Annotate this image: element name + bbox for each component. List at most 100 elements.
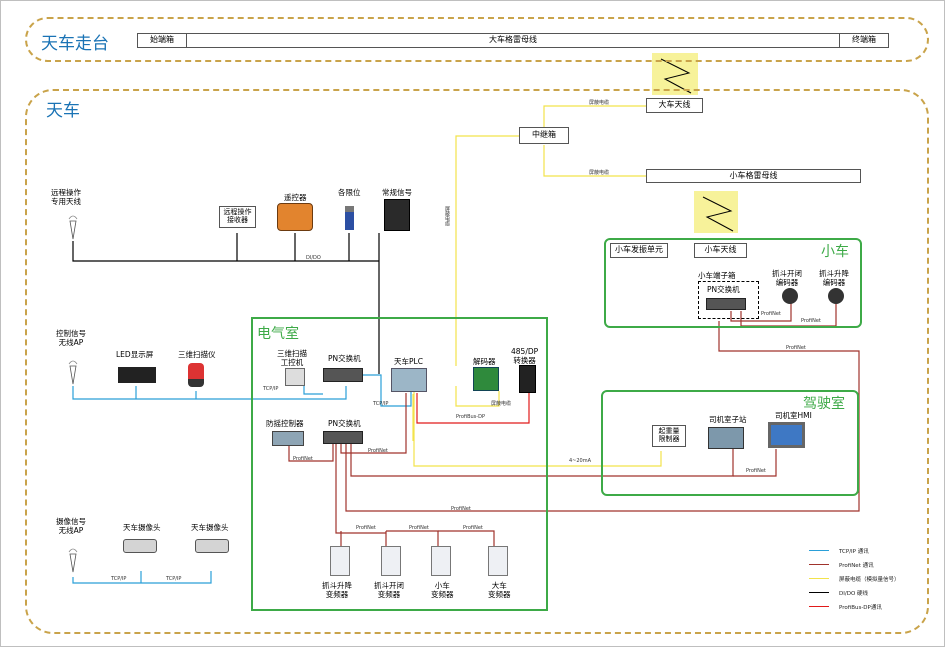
trolley-pn-label-2: ProfiNet <box>801 318 821 324</box>
drive-pn-label-3: ProfiNet <box>463 525 483 531</box>
cabin-pn-label: ProfiNet <box>746 468 766 474</box>
overweight-limiter: 起重量 限制器 <box>652 425 686 447</box>
trolley-room <box>604 238 862 328</box>
limit-switch-label: 各限位 <box>338 188 361 197</box>
legend: TCP/IP 通讯 ProfiNet 通讯 屏蔽电缆（模拟量信号） DI/DO … <box>809 546 929 616</box>
decoder-label: 解码器 <box>473 357 496 366</box>
profinet-lines <box>288 303 860 546</box>
crane-antenna: 大车天线 <box>646 98 703 113</box>
camera1-label: 天车摄像头 <box>123 523 161 532</box>
led-screen-icon <box>118 367 156 383</box>
shield-cables <box>412 105 662 467</box>
legend-text: ProfiNet 通讯 <box>839 563 874 569</box>
camera-icon <box>195 539 229 553</box>
dido-lines <box>72 233 380 374</box>
legend-text: 屏蔽电缆（模拟量信号） <box>839 577 900 583</box>
analog-label: 4~20mA <box>569 458 592 464</box>
tcp-lines <box>72 374 412 584</box>
legend-line <box>809 592 829 593</box>
grab-open-label: 抓斗开闭 编码器 <box>772 269 802 287</box>
shield-cable-label-1: 屏蔽电缆 <box>589 100 610 106</box>
tcp-label-2: TCP/IP <box>373 401 389 407</box>
legend-line <box>809 550 829 551</box>
terminal-box-label: 小车端子箱 <box>698 271 736 280</box>
cabin-hmi-icon <box>768 422 805 448</box>
trolley-room-title: 小车 <box>821 244 849 260</box>
legend-text: DI/DO 硬线 <box>839 591 869 597</box>
legend-text: ProfiBus-DP通讯 <box>839 605 882 611</box>
pc-label: 三维扫描 工控机 <box>277 349 307 367</box>
anti-sway-icon <box>272 431 304 446</box>
antenna-icon <box>67 213 79 241</box>
legend-text: TCP/IP 通讯 <box>839 549 869 555</box>
trolley-switch-label: PN交换机 <box>707 285 740 294</box>
switch2-label: PN交换机 <box>328 419 361 428</box>
grab-lift-label: 抓斗升降 编码器 <box>819 269 849 287</box>
drive2-label: 抓斗开闭 变频器 <box>374 581 404 599</box>
end-box: 终端箱 <box>839 33 889 48</box>
legend-line <box>809 564 829 565</box>
trolley-busbar: 小车格雷母线 <box>646 169 861 183</box>
switch2-icon <box>323 431 363 444</box>
signals-label: 常规信号 <box>382 188 412 197</box>
cabin-room <box>601 390 859 496</box>
dido-bus-label: DI/DO <box>306 255 321 261</box>
decoder-icon <box>473 367 499 391</box>
scanner-icon <box>188 363 204 387</box>
drive3-label: 小车 变频器 <box>431 581 454 599</box>
cabin-room-title: 驾驶室 <box>803 396 845 412</box>
profibus-label: ProfiBus-DP <box>456 414 485 420</box>
pc-icon <box>285 368 305 386</box>
profibus-lines <box>416 393 530 424</box>
antenna-icon <box>67 358 79 386</box>
encoder-icon <box>828 288 844 304</box>
scanner-label: 三维扫描仪 <box>178 350 216 359</box>
electrical-room <box>251 317 548 611</box>
switch1-icon <box>323 368 363 382</box>
trolley-switch-icon <box>706 298 746 310</box>
converter-label: 485/DP 转换器 <box>511 347 539 365</box>
legend-line <box>809 606 829 607</box>
camera-icon <box>123 539 157 553</box>
control-ap-label: 控制信号 无线AP <box>56 329 86 347</box>
trolley-antenna: 小车天线 <box>694 243 747 258</box>
profinet-label-2: ProfiNet <box>368 448 388 454</box>
cabin-station-label: 司机室子站 <box>709 415 747 424</box>
trolley-pn-label-1: ProfiNet <box>761 311 781 317</box>
drive-pn-label-2: ProfiNet <box>409 525 429 531</box>
limit-switch-icon <box>345 206 354 230</box>
drive-pn-label-1: ProfiNet <box>356 525 376 531</box>
trolley-pn-label: ProfiNet <box>786 345 806 351</box>
remote-control-label: 遥控器 <box>284 193 307 202</box>
shield-label: 屏蔽电缆 <box>491 401 512 407</box>
plc-label: 天车PLC <box>394 357 423 366</box>
drive-icon <box>381 546 401 576</box>
shield-cable-label-3: 屏蔽电缆 <box>444 206 450 226</box>
anti-sway-label: 防摇控制器 <box>266 419 304 428</box>
encoder-icon <box>782 288 798 304</box>
plc-icon <box>391 368 427 392</box>
camera-tcp-label-2: TCP/IP <box>166 576 182 582</box>
oscillator: 小车发振单元 <box>610 243 668 258</box>
profinet-label-1: ProfiNet <box>293 456 313 462</box>
cabin-hmi-label: 司机室HMI <box>775 411 812 420</box>
camera-tcp-label-1: TCP/IP <box>111 576 127 582</box>
antenna-icon <box>67 546 79 574</box>
drive-icon <box>330 546 350 576</box>
switch1-label: PN交换机 <box>328 354 361 363</box>
converter-icon <box>519 365 536 393</box>
legend-line <box>809 578 829 579</box>
drive4-label: 大车 变频器 <box>488 581 511 599</box>
electrical-room-title: 电气室 <box>257 326 299 342</box>
walkway-title: 天车走台 <box>41 34 109 54</box>
camera-ap-label: 摄像信号 无线AP <box>56 517 86 535</box>
tcp-label-1: TCP/IP <box>263 386 279 392</box>
remote-control-icon <box>277 203 313 231</box>
start-box: 始端箱 <box>137 33 187 48</box>
shield-cable-label-2: 屏蔽电缆 <box>589 170 610 176</box>
wireless-link-trolley <box>694 191 738 233</box>
camera2-label: 天车摄像头 <box>191 523 229 532</box>
remote-receiver: 远程操作 接收器 <box>219 206 256 228</box>
drive-icon <box>488 546 508 576</box>
crane-busbar: 大车格雷母线 <box>187 33 839 48</box>
